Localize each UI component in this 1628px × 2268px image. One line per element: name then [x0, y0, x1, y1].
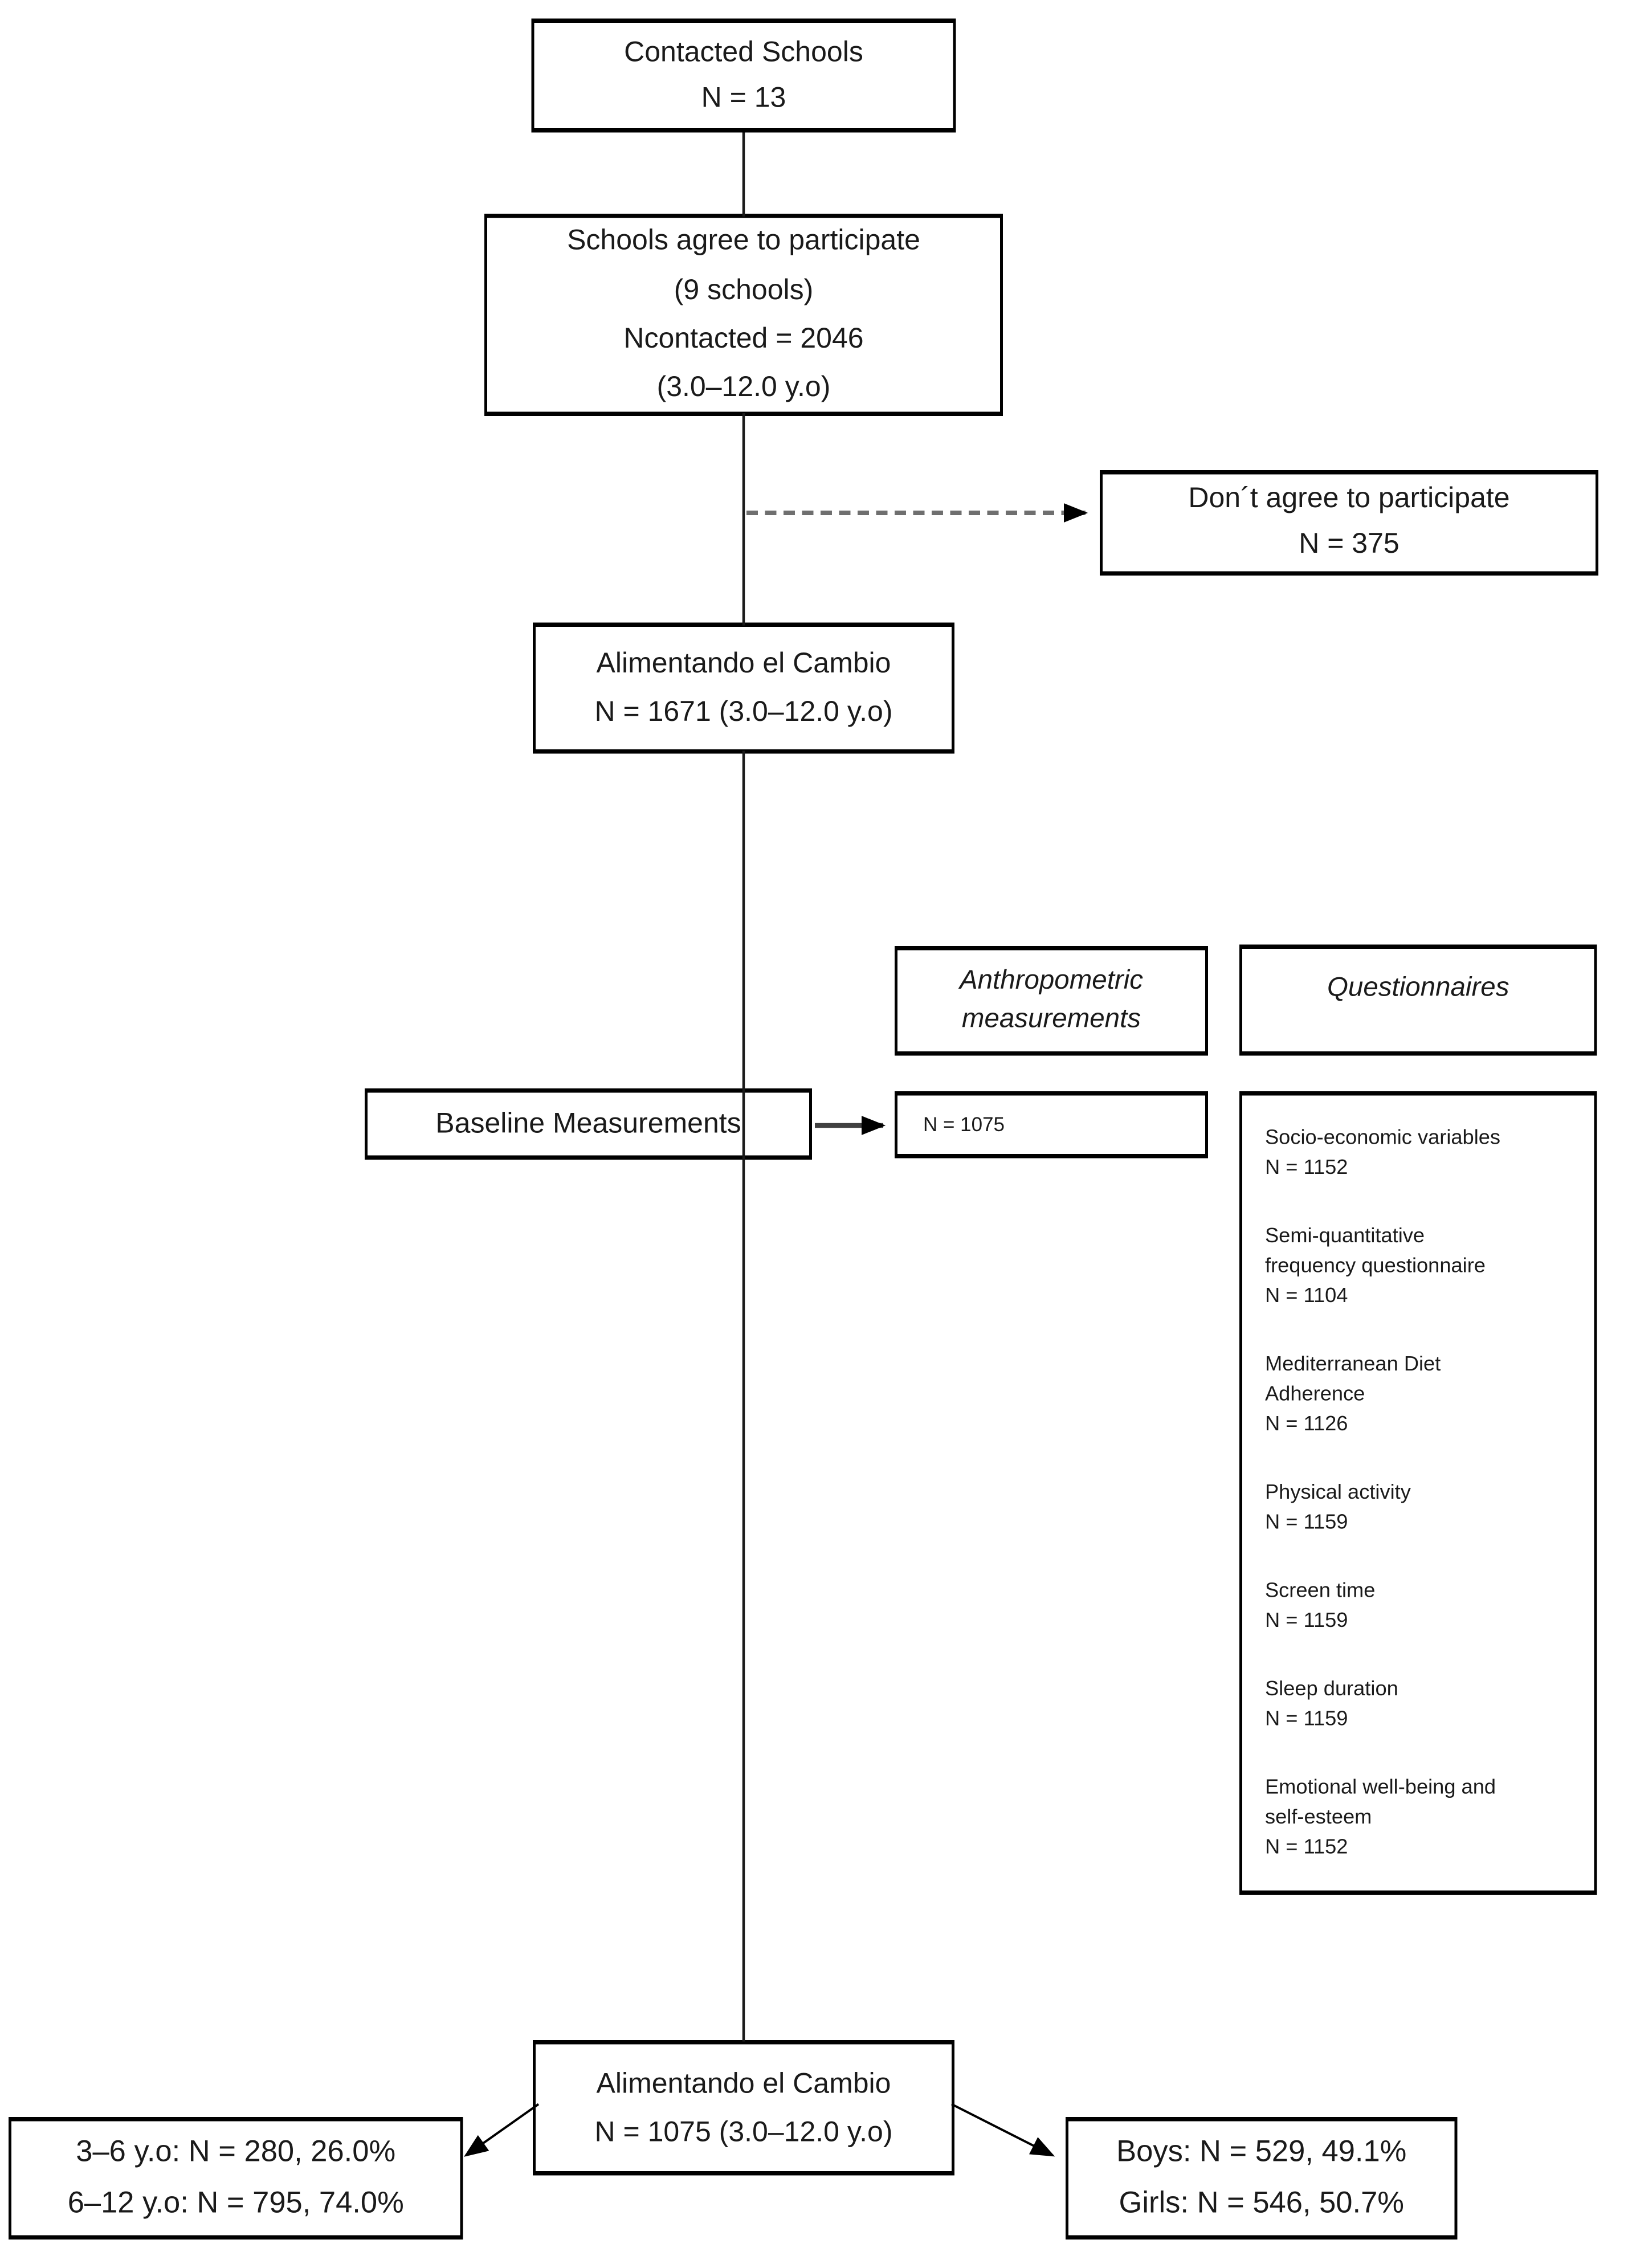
cohort-enrolled-box: Alimentando el Cambio N = 1671 (3.0–12.0…	[533, 622, 954, 754]
questionnaire-item-line: Sleep duration	[1265, 1678, 1398, 1702]
questionnaire-item: Semi-quantitative frequency questionnaire…	[1265, 1222, 1577, 1312]
sex-split-boys: Boys: N = 529, 49.1%	[1116, 2135, 1407, 2168]
dont-agree-count: N = 375	[1299, 528, 1399, 560]
questionnaire-item-line: frequency questionnaire	[1265, 1255, 1486, 1278]
questionnaire-item-line: Socio-economic variables	[1265, 1127, 1501, 1150]
cohort-final-title: Alimentando el Cambio	[596, 2067, 891, 2099]
anthropometric-header-line2: measurements	[961, 1004, 1141, 1034]
anthropometric-header-box: Anthropometric measurements	[895, 946, 1208, 1056]
schools-agree-title: Schools agree to participate	[567, 225, 920, 257]
sex-split-box: Boys: N = 529, 49.1% Girls: N = 546, 50.…	[1066, 2117, 1458, 2240]
age-split-box: 3–6 y.o: N = 280, 26.0% 6–12 y.o: N = 79…	[9, 2117, 463, 2240]
schools-agree-schools-count: (9 schools)	[674, 274, 814, 306]
questionnaire-item-line: N = 1152	[1265, 1157, 1348, 1180]
sex-split-girls: Girls: N = 546, 50.7%	[1119, 2187, 1404, 2220]
questionnaire-item-line: Physical activity	[1265, 1482, 1411, 1505]
questionnaire-item: Sleep duration N = 1159	[1265, 1675, 1577, 1735]
questionnaire-item: Socio-economic variables N = 1152	[1265, 1124, 1577, 1184]
questionnaire-item-line: N = 1159	[1265, 1610, 1348, 1633]
age-split-older: 6–12 y.o: N = 795, 74.0%	[67, 2187, 404, 2220]
questionnaire-item: Emotional well-being and self-esteem N = 1…	[1265, 1774, 1577, 1864]
questionnaire-item: Screen time N = 1159	[1265, 1577, 1577, 1637]
dont-agree-box: Don´t agree to participate N = 375	[1100, 470, 1598, 576]
schools-agree-n-contacted: Ncontacted = 2046	[623, 323, 864, 355]
questionnaire-item: Physical activity N = 1159	[1265, 1479, 1577, 1539]
questionnaire-item-line: N = 1104	[1265, 1285, 1348, 1308]
contacted-schools-count: N = 13	[701, 83, 786, 114]
questionnaire-item-line: Screen time	[1265, 1580, 1376, 1603]
anthropometric-count-box: N = 1075	[895, 1091, 1208, 1159]
questionnaire-item-line: N = 1126	[1265, 1413, 1348, 1437]
dont-agree-title: Don´t agree to participate	[1188, 483, 1510, 515]
cohort-enrolled-title: Alimentando el Cambio	[596, 648, 891, 680]
cohort-final-box: Alimentando el Cambio N = 1075 (3.0–12.0…	[533, 2040, 954, 2176]
anthropometric-count: N = 1075	[923, 1113, 1005, 1136]
questionnaires-header-title: Questionnaires	[1327, 973, 1509, 1004]
schools-agree-age-range: (3.0–12.0 y.o)	[656, 372, 831, 404]
questionnaire-item-line: Emotional well-being and	[1265, 1777, 1496, 1800]
cohort-final-count: N = 1075 (3.0–12.0 y.o)	[594, 2116, 893, 2148]
baseline-measurements-title: Baseline Measurements	[435, 1108, 741, 1140]
questionnaire-item-line: N = 1159	[1265, 1708, 1348, 1732]
questionnaire-item-line: Mediterranean Diet	[1265, 1353, 1441, 1377]
contacted-schools-box: Contacted Schools N = 13	[531, 18, 956, 133]
questionnaires-header-box: Questionnaires	[1239, 944, 1597, 1056]
questionnaire-item-line: Semi-quantitative	[1265, 1225, 1425, 1249]
age-split-younger: 3–6 y.o: N = 280, 26.0%	[76, 2135, 396, 2168]
age-split-arrow	[464, 2103, 540, 2157]
questionnaire-item-line: N = 1152	[1265, 1837, 1348, 1860]
schools-agree-box: Schools agree to participate (9 schools)…	[484, 214, 1003, 416]
questionnaire-item-line: N = 1159	[1265, 1511, 1348, 1535]
sex-split-arrow	[951, 2103, 1055, 2157]
anthropometric-header-line1: Anthropometric	[959, 965, 1144, 996]
contacted-schools-title: Contacted Schools	[624, 37, 863, 68]
baseline-measurements-box: Baseline Measurements	[365, 1088, 812, 1160]
cohort-enrolled-count: N = 1671 (3.0–12.0 y.o)	[594, 696, 893, 728]
questionnaire-item-line: Adherence	[1265, 1383, 1365, 1406]
questionnaire-item-line: self-esteem	[1265, 1806, 1372, 1830]
